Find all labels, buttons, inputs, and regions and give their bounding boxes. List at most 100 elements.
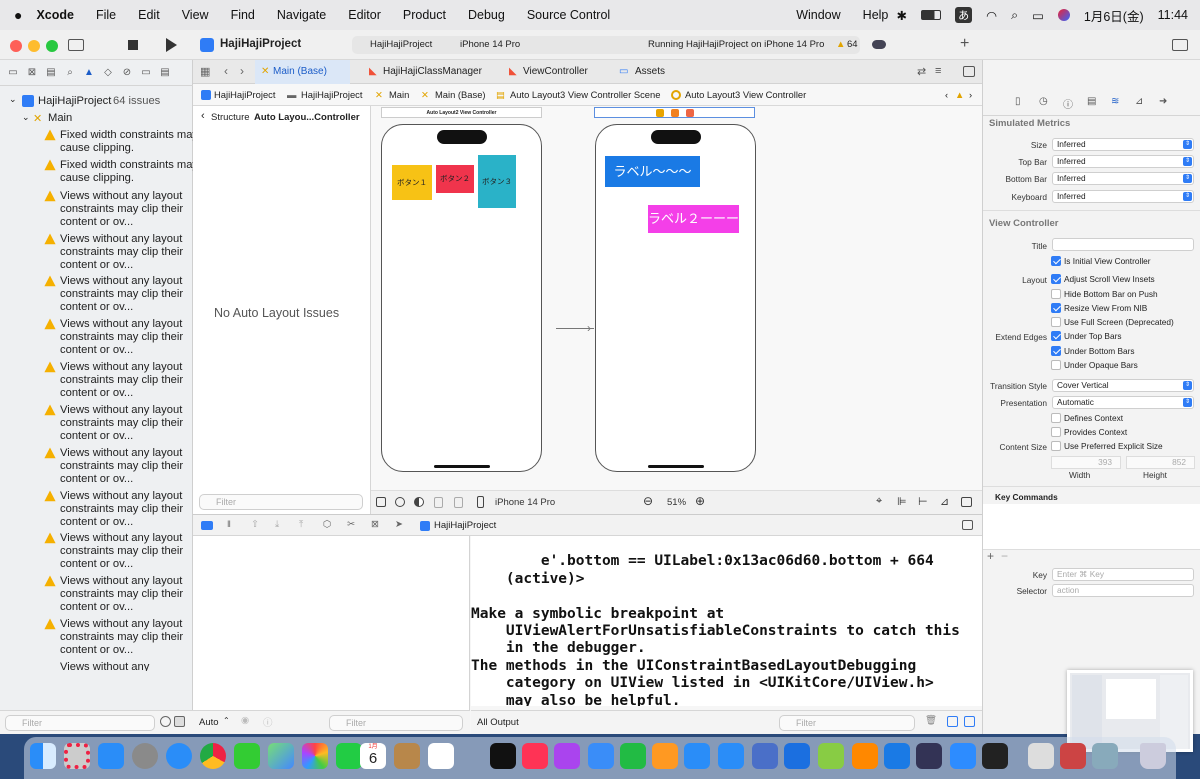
- tab-class-manager[interactable]: ◣ HajiHajiClassManager: [365, 60, 485, 84]
- instruments-icon[interactable]: [752, 743, 778, 769]
- view-hierarchy-icon[interactable]: ⬡: [323, 519, 332, 530]
- grid-icon[interactable]: ▦: [200, 66, 211, 78]
- button-3[interactable]: ボタン３: [478, 155, 516, 208]
- keynote-icon[interactable]: [588, 743, 614, 769]
- messages-icon[interactable]: [234, 743, 260, 769]
- key-field[interactable]: Enter ⌘ Key: [1052, 568, 1194, 581]
- split-editor-icon[interactable]: [963, 66, 975, 77]
- issue-item[interactable]: Views without any layout constraints may…: [44, 404, 200, 443]
- height-field[interactable]: 852: [1126, 456, 1195, 469]
- scene1-phone[interactable]: ボタン１ ボタン２ ボタン３: [381, 124, 542, 472]
- environment-icon[interactable]: ⊠: [371, 519, 379, 530]
- issue-item[interactable]: Views without any layout constraints may…: [44, 618, 200, 657]
- step-into-icon[interactable]: ⤒: [299, 519, 304, 530]
- full-screen-checkbox[interactable]: Use Full Screen (Deprecated): [1051, 317, 1174, 327]
- title-field[interactable]: [1052, 238, 1194, 251]
- console-toggle-icon[interactable]: [962, 520, 973, 530]
- keyboard-popup[interactable]: Inferred⇕: [1052, 190, 1194, 203]
- align-icon[interactable]: ⊫: [897, 496, 907, 508]
- initial-vc-checkbox[interactable]: Is Initial View Controller: [1051, 256, 1151, 266]
- prev-issue-icon[interactable]: ‹: [945, 89, 949, 100]
- zoom-icon[interactable]: [950, 743, 976, 769]
- outline-toggle-icon[interactable]: [376, 497, 386, 507]
- font-book-icon[interactable]: [1028, 743, 1054, 769]
- facetime-icon[interactable]: [336, 743, 362, 769]
- menu-edit[interactable]: Edit: [138, 8, 160, 22]
- scene2-phone[interactable]: ラベル〜〜〜 ラベル２ーーー: [595, 124, 756, 472]
- history-icon[interactable]: ◷: [1039, 96, 1048, 107]
- presentation-popup[interactable]: Automatic⇕: [1052, 396, 1194, 409]
- issue-item[interactable]: Views without any layout constraints may…: [44, 190, 200, 229]
- search-icon[interactable]: ⌕: [1011, 7, 1019, 22]
- button-1[interactable]: ボタン１: [392, 165, 432, 200]
- orientation-portrait-icon[interactable]: [434, 497, 443, 508]
- issue-item[interactable]: Views without any layout constraints may…: [44, 275, 200, 314]
- mail-icon[interactable]: [98, 743, 124, 769]
- sidebar-toggle-icon[interactable]: [68, 39, 84, 51]
- appearance-icon[interactable]: [395, 497, 405, 507]
- pages-icon[interactable]: [652, 743, 678, 769]
- chrome-icon[interactable]: [200, 743, 226, 769]
- menu-file[interactable]: File: [95, 8, 117, 22]
- tab-main-base[interactable]: ✕ Main (Base): [255, 60, 350, 84]
- group-main[interactable]: Main: [48, 112, 73, 124]
- photos-icon[interactable]: [302, 743, 328, 769]
- button-2[interactable]: ボタン２: [436, 165, 474, 193]
- run-button[interactable]: [166, 38, 177, 52]
- terminal-icon[interactable]: [982, 743, 1008, 769]
- back-icon[interactable]: ‹: [201, 110, 205, 122]
- bottom-bar-popup[interactable]: Inferred⇕: [1052, 172, 1194, 185]
- variables-toggle-icon[interactable]: [947, 716, 958, 727]
- auto-selector[interactable]: Auto: [199, 717, 219, 728]
- add-constraints-icon[interactable]: ⊢: [918, 496, 928, 508]
- first-responder-icon[interactable]: [671, 109, 679, 117]
- battery-icon[interactable]: [921, 10, 942, 20]
- minimize-window-button[interactable]: [28, 40, 40, 52]
- resolve-issues-icon[interactable]: ⊿: [940, 496, 950, 508]
- structure-button[interactable]: Structure: [211, 112, 250, 123]
- jump-project[interactable]: HajiHajiProject: [214, 89, 276, 100]
- notes-brown-icon[interactable]: [394, 743, 420, 769]
- under-top-bars-checkbox[interactable]: Under Top Bars: [1051, 331, 1122, 341]
- issue-item[interactable]: Views without any layout constraints may…: [44, 532, 200, 571]
- jump-main-base[interactable]: Main (Base): [435, 89, 486, 100]
- japanese-input-icon[interactable]: [1060, 743, 1086, 769]
- test-icon[interactable]: ◇: [104, 66, 112, 78]
- project-name[interactable]: HajiHajiProject: [38, 95, 112, 107]
- menu-window[interactable]: Window: [796, 8, 841, 22]
- remove-key-command-icon[interactable]: −: [1001, 549, 1009, 563]
- attributes-icon[interactable]: ≋: [1111, 96, 1120, 107]
- issue-icon[interactable]: ▲: [84, 66, 94, 78]
- menu-editor[interactable]: Editor: [348, 8, 381, 22]
- zoom-in-icon[interactable]: ⊕: [695, 494, 706, 508]
- books-icon[interactable]: [852, 743, 878, 769]
- add-key-command-icon[interactable]: +: [987, 549, 995, 563]
- width-field[interactable]: 393: [1051, 456, 1121, 469]
- key-commands-list[interactable]: [983, 504, 1200, 550]
- info-icon[interactable]: ⓘ: [263, 718, 273, 729]
- connections-icon[interactable]: ➜: [1159, 96, 1168, 107]
- output-selector[interactable]: All Output: [477, 717, 519, 728]
- add-icon[interactable]: +: [960, 35, 970, 52]
- location-icon[interactable]: ➤: [395, 519, 403, 530]
- top-bar-popup[interactable]: Inferred⇕: [1052, 155, 1194, 168]
- label-2[interactable]: ラベル２ーーー: [648, 205, 739, 233]
- tv-icon[interactable]: [490, 743, 516, 769]
- preview-icon[interactable]: [1092, 743, 1118, 769]
- control-center-icon[interactable]: ▭: [1032, 8, 1044, 23]
- provides-context-checkbox[interactable]: Provides Context: [1051, 427, 1127, 437]
- source-control-icon[interactable]: ⊠: [27, 66, 37, 78]
- maps-icon[interactable]: [268, 743, 294, 769]
- memory-graph-icon[interactable]: ✂: [347, 519, 355, 530]
- symbol-icon[interactable]: ▤: [46, 66, 56, 78]
- resize-nib-checkbox[interactable]: Resize View From NIB: [1051, 303, 1147, 313]
- close-window-button[interactable]: [10, 40, 22, 52]
- update-frames-icon[interactable]: ⌖: [876, 495, 883, 507]
- step-over-icon[interactable]: ⤓: [275, 519, 280, 530]
- launchpad-icon[interactable]: [64, 743, 90, 769]
- disclosure-icon[interactable]: ⌄: [22, 112, 30, 122]
- eye-icon[interactable]: ◉: [241, 715, 250, 726]
- issue-item[interactable]: Fixed width constraints may cause clippi…: [44, 159, 200, 185]
- hide-bottom-bar-checkbox[interactable]: Hide Bottom Bar on Push: [1051, 289, 1158, 299]
- reminders-icon[interactable]: [428, 743, 454, 769]
